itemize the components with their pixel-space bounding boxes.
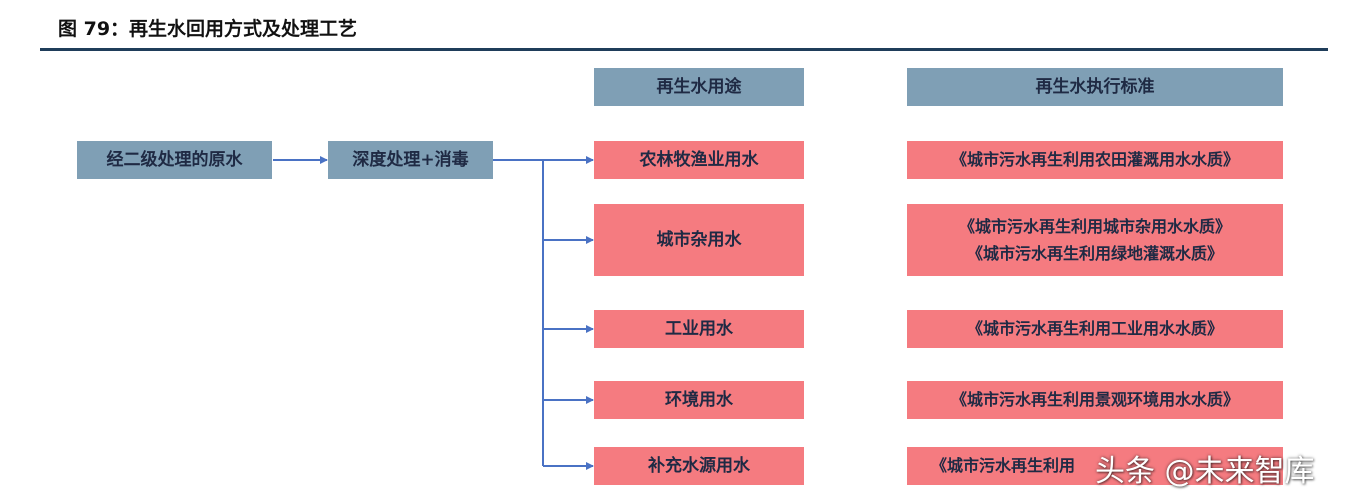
standard-text: 《城市污水再生利用 [931, 456, 1076, 476]
use-box-industrial: 工业用水 [594, 310, 804, 348]
use-box-supplement: 补充水源用水 [594, 447, 804, 485]
standard-text: 《城市污水再生利用城市杂用水水质》 [958, 216, 1231, 236]
standard-text: 《城市污水再生利用工业用水水质》 [966, 319, 1223, 339]
watermark-text: 头条 @未来智库 [1095, 454, 1315, 489]
standard-box-supplement: 《城市污水再生利用 [907, 447, 1283, 485]
source-water-box: 经二级处理的原水 [77, 141, 272, 179]
standard-box-agriculture: 《城市污水再生利用农田灌溉用水水质》 [907, 141, 1283, 179]
use-box-agriculture: 农林牧渔业用水 [594, 141, 804, 179]
standard-box-environment: 《城市污水再生利用景观环境用水水质》 [907, 381, 1283, 419]
uses-column-header: 再生水用途 [594, 68, 804, 106]
standard-text: 《城市污水再生利用绿地灌溉水质》 [966, 244, 1223, 263]
use-box-environment: 环境用水 [594, 381, 804, 419]
standard-box-urban: 《城市污水再生利用城市杂用水水质》 《城市污水再生利用绿地灌溉水质》 [907, 204, 1283, 276]
standard-text: 《城市污水再生利用景观环境用水水质》 [950, 390, 1239, 410]
standards-column-header: 再生水执行标准 [907, 68, 1283, 106]
treatment-box: 深度处理+消毒 [328, 141, 493, 179]
use-box-urban: 城市杂用水 [594, 204, 804, 276]
standard-box-industrial: 《城市污水再生利用工业用水水质》 [907, 310, 1283, 348]
figure-title: 图 79：再生水回用方式及处理工艺 [58, 18, 358, 40]
standard-text: 《城市污水再生利用农田灌溉用水水质》 [950, 150, 1239, 170]
title-underline [40, 48, 1328, 51]
